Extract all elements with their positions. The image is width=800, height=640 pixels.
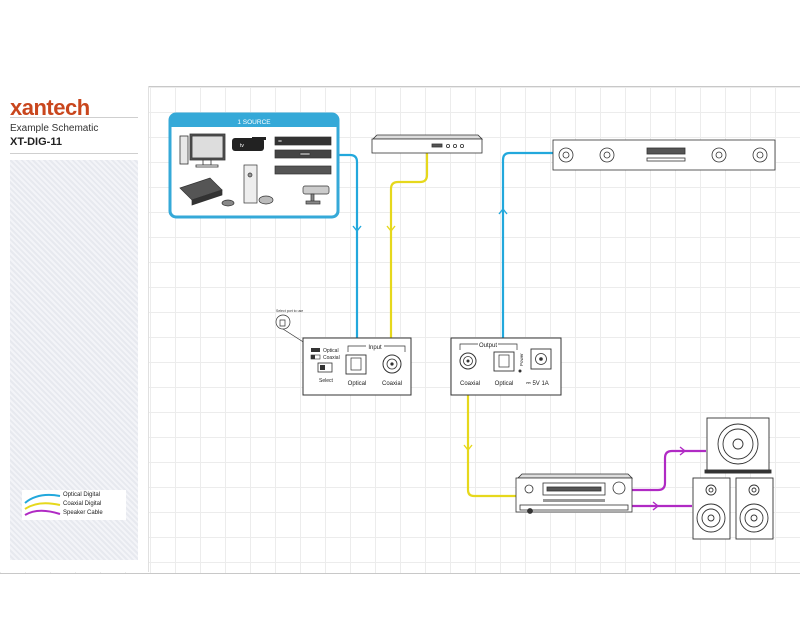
legend-swatches xyxy=(24,493,61,516)
soundbar xyxy=(552,139,776,171)
signal-arrows xyxy=(352,207,687,511)
coaxial-cable-receiver xyxy=(466,382,516,498)
legend-swatch-optical xyxy=(24,493,61,504)
legend-label-speaker: Speaker Cable xyxy=(63,510,103,516)
legend-swatch-speaker xyxy=(24,509,61,516)
optical-cable-source xyxy=(337,153,359,345)
source-panel-title: 1 SOURCE xyxy=(237,119,271,126)
streaming-box-icon: tv xyxy=(232,137,266,151)
input-optical-label: Optical xyxy=(348,381,367,387)
xantech-logo: xantech xyxy=(10,95,90,120)
model-number: XT-DIG-11 xyxy=(10,136,62,148)
power-label: ⎓ 5V 1A xyxy=(526,381,549,387)
output-group-label: Output xyxy=(479,343,497,349)
switch-label: Select xyxy=(319,378,334,384)
game-console-icon xyxy=(179,177,235,207)
switch-option-optical: Optical xyxy=(323,348,339,354)
set-top-box-icon xyxy=(274,136,332,175)
converter-input-unit: Input Optical Coaxial Optical Coaxial Se… xyxy=(302,337,412,396)
cables xyxy=(337,151,706,508)
input-coaxial-label: Coaxial xyxy=(382,381,402,387)
security-camera-icon xyxy=(302,185,330,205)
legend-swatch-coaxial xyxy=(24,502,61,510)
optical-cable-soundbar xyxy=(501,151,553,352)
legend-label-optical: Optical Digital xyxy=(63,492,101,498)
converter-output-unit: Output Coaxial Optical Power ⎓ 5V 1A xyxy=(450,337,562,396)
console-tower-icon xyxy=(243,164,274,205)
output-optical-label: Optical xyxy=(495,381,514,387)
computer-icon xyxy=(179,133,226,168)
source-panel: 1 SOURCE tv xyxy=(168,112,340,219)
divider xyxy=(10,117,138,118)
power-indicator-label: Power xyxy=(519,353,524,366)
coaxial-cable-bluray xyxy=(389,152,429,345)
subwoofer xyxy=(704,417,772,474)
blu-ray-player xyxy=(371,134,483,154)
schematic-subtitle: Example Schematic xyxy=(10,123,99,134)
speaker-right xyxy=(735,477,774,540)
callout-hand-icon: Select port to use xyxy=(275,309,309,346)
switch-option-coaxial: Coaxial xyxy=(323,355,340,361)
divider xyxy=(10,153,138,154)
av-receiver xyxy=(515,473,633,514)
speaker-cable-sub xyxy=(632,449,706,492)
speaker-left xyxy=(692,477,731,540)
output-coaxial-label: Coaxial xyxy=(460,381,480,387)
svg-text:tv: tv xyxy=(240,143,244,149)
input-group-label: Input xyxy=(368,345,382,351)
svg-text:Select port to use: Select port to use xyxy=(276,309,303,313)
legend-label-coaxial: Coaxial Digital xyxy=(63,501,102,507)
